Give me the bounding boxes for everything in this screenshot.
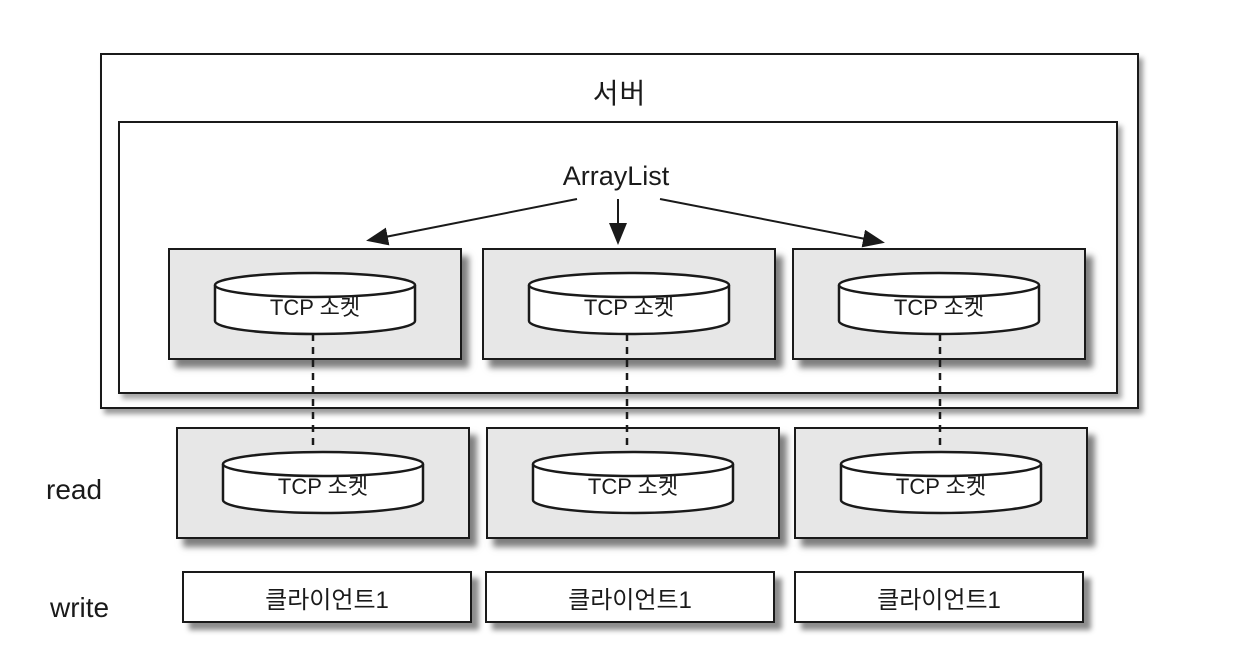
cylinder-socket-icon: TCP 소켓 (527, 271, 731, 336)
client-label-3: 클라이언트1 (877, 586, 1001, 614)
cylinder-socket-icon: TCP 소켓 (221, 450, 425, 515)
cylinder-socket-icon: TCP 소켓 (837, 271, 1041, 336)
client-socket-label-2: TCP 소켓 (588, 474, 678, 499)
client-socket-panel-3: TCP 소켓 (794, 427, 1088, 539)
write-label: write (50, 592, 110, 623)
arraylist-label: ArrayList (562, 161, 670, 191)
client-label-1: 클라이언트1 (265, 586, 389, 614)
read-label: read (46, 474, 103, 505)
client-socket-label-1: TCP 소켓 (278, 474, 368, 499)
client-socket-label-3: TCP 소켓 (896, 474, 986, 499)
client-socket-panel-1: TCP 소켓 (176, 427, 470, 539)
cylinder-socket-icon: TCP 소켓 (213, 271, 417, 336)
server-title: 서버 (592, 78, 647, 109)
server-socket-label-1: TCP 소켓 (270, 295, 360, 320)
server-socket-panel-1: TCP 소켓 (168, 248, 462, 360)
server-socket-label-3: TCP 소켓 (894, 295, 984, 320)
cylinder-socket-icon: TCP 소켓 (531, 450, 735, 515)
client-label-2: 클라이언트1 (568, 586, 692, 614)
server-socket-panel-3: TCP 소켓 (792, 248, 1086, 360)
server-socket-panel-2: TCP 소켓 (482, 248, 776, 360)
server-socket-label-2: TCP 소켓 (584, 295, 674, 320)
client-box-3: 클라이언트1 (794, 571, 1084, 623)
client-box-2: 클라이언트1 (485, 571, 775, 623)
client-box-1: 클라이언트1 (182, 571, 472, 623)
cylinder-socket-icon: TCP 소켓 (839, 450, 1043, 515)
client-socket-panel-2: TCP 소켓 (486, 427, 780, 539)
